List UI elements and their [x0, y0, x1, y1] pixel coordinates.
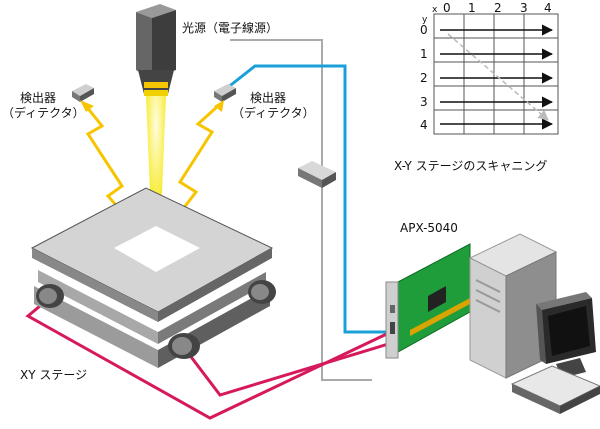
label-detector-right-2: （ディテクタ）: [232, 105, 315, 120]
stage-knob-right: [248, 280, 276, 304]
grid-x-tick-3: 3: [520, 1, 528, 15]
signal-hub: [298, 161, 336, 188]
grid-y-tick-3: 3: [420, 95, 428, 109]
grid-x-tick-4: 4: [544, 1, 552, 15]
grid-y-tick-2: 2: [420, 71, 428, 85]
label-detector-right-1: 検出器: [250, 91, 286, 105]
label-light-source: 光源（電子線源）: [182, 20, 278, 35]
apx-board: [385, 243, 471, 359]
stage-knob-left: [36, 284, 64, 308]
xy-stage: [30, 187, 276, 368]
label-board-name: APX-5040: [400, 221, 458, 235]
grid-y-tick-4: 4: [420, 118, 428, 132]
computer-keyboard: [510, 365, 600, 414]
label-detector-left-1: 検出器: [20, 91, 56, 105]
computer-monitor: [536, 292, 596, 378]
scan-grid: [433, 13, 559, 135]
grid-x-tick-2: 2: [494, 1, 502, 15]
grid-y-tick-1: 1: [420, 47, 428, 61]
label-detector-left-2: （ディテクタ）: [2, 105, 85, 120]
grid-y-tick-0: 0: [420, 23, 428, 37]
grid-y-axis-label: y: [422, 15, 428, 25]
label-stage-name: XY ステージ: [20, 368, 87, 382]
label-scan-caption: X-Y ステージのスキャニング: [394, 159, 547, 173]
electron-source: [136, 4, 176, 96]
detector-left: [72, 84, 94, 102]
detector-right: [214, 84, 236, 102]
cable-blue: [221, 64, 393, 334]
grid-x-tick-1: 1: [468, 1, 476, 15]
stage-knob-front: [168, 333, 200, 359]
grid-x-tick-0: 0: [443, 1, 451, 15]
grid-x-axis-label: x: [432, 5, 438, 15]
emission-arrow-right: [154, 100, 224, 245]
